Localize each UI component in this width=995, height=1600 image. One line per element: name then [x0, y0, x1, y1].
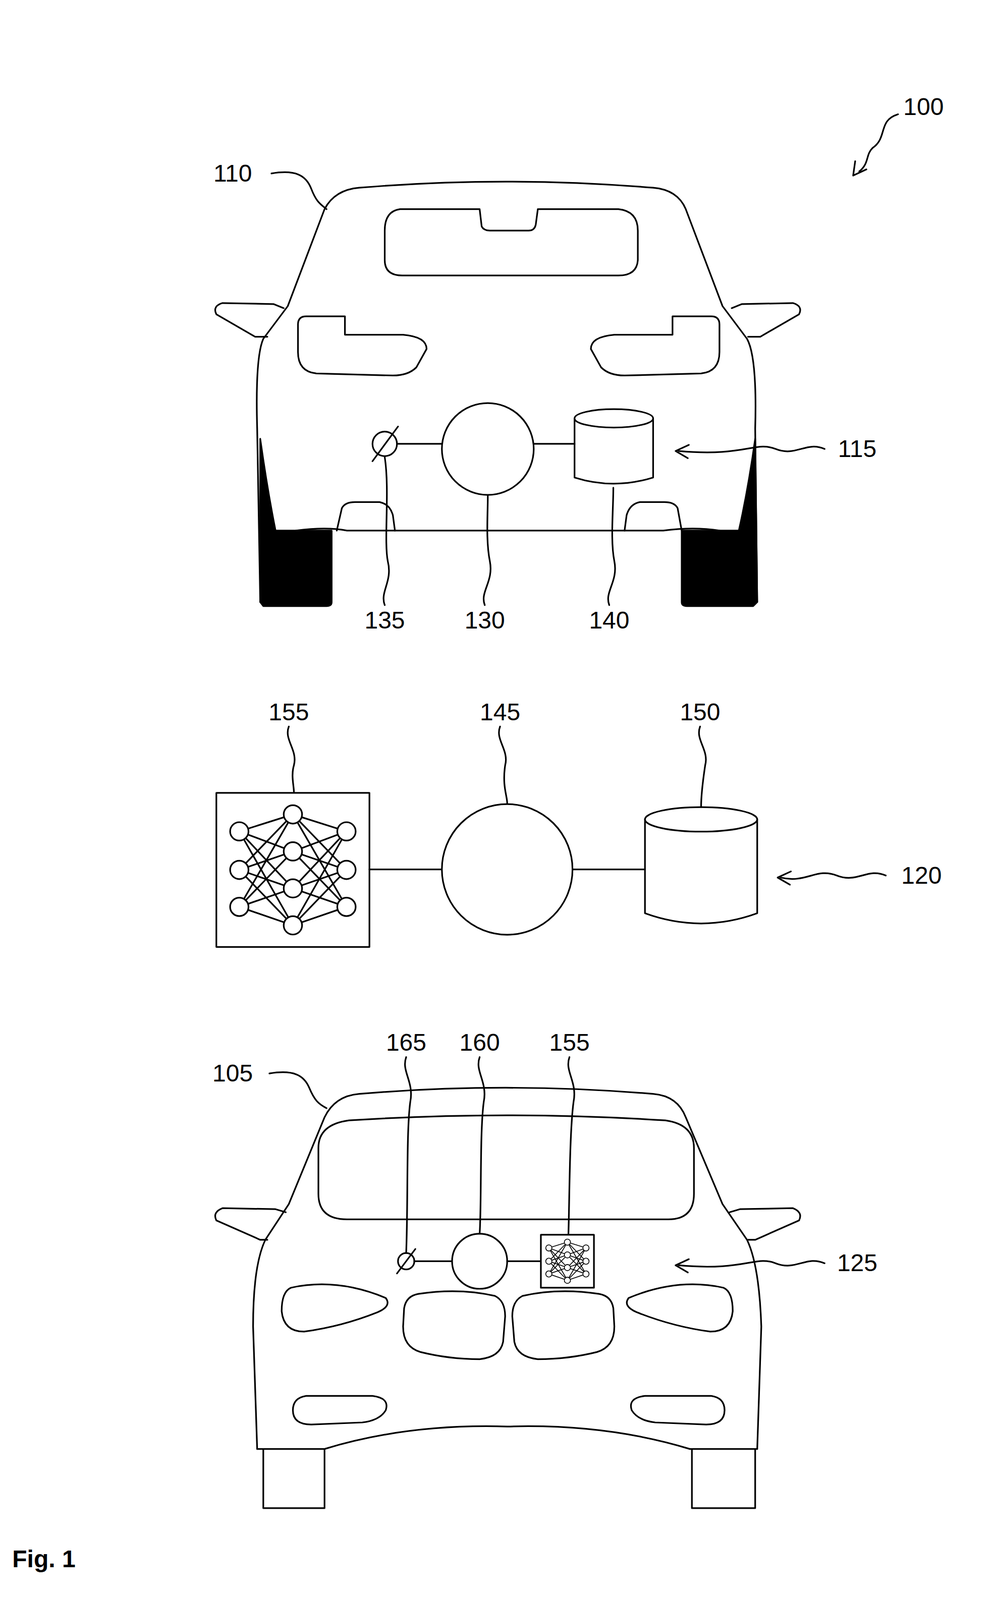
callout-number: 155: [268, 700, 309, 725]
callout-number: 100: [903, 94, 944, 120]
network-neuron: [564, 1277, 571, 1284]
network-link: [567, 1261, 587, 1281]
server-system: [216, 793, 758, 948]
rear-vehicle: [214, 181, 801, 607]
network-neuron: [230, 860, 249, 879]
front-vehicle: [214, 1087, 801, 1509]
network-neuron: [564, 1264, 571, 1271]
network-neuron: [545, 1258, 552, 1265]
callout-number: 145: [479, 700, 521, 725]
callout-number: 120: [901, 863, 942, 889]
network-neuron: [337, 860, 356, 879]
callout-number: 140: [588, 608, 630, 633]
leader-lines: [269, 114, 899, 1274]
callout-number: 110: [213, 161, 253, 186]
network-neuron: [283, 916, 302, 935]
callout-number: 150: [679, 700, 721, 725]
callout-number: 135: [364, 608, 405, 633]
callout-number: 165: [385, 1030, 427, 1056]
network-link: [292, 870, 347, 926]
network-neuron: [337, 898, 356, 917]
callout-number: 125: [837, 1251, 878, 1276]
callout-number: 155: [549, 1030, 590, 1056]
network-neuron: [545, 1271, 552, 1278]
network-neuron: [283, 842, 302, 861]
network-neuron: [545, 1245, 552, 1252]
callout-number: 130: [464, 608, 506, 633]
network-neuron: [337, 822, 356, 841]
network-neuron: [230, 822, 249, 841]
network-neuron: [582, 1258, 589, 1265]
network-link: [548, 1255, 568, 1275]
network-neuron: [564, 1252, 571, 1259]
callout-number: 160: [459, 1030, 501, 1056]
network-neuron: [582, 1245, 589, 1252]
figure-label: Fig. 1: [12, 1547, 76, 1572]
callout-number: 105: [212, 1061, 253, 1086]
network-neuron: [564, 1239, 571, 1246]
network-link: [239, 851, 293, 908]
network-neuron: [283, 805, 302, 824]
network-neuron: [283, 879, 302, 898]
network-neuron: [230, 898, 249, 917]
network-neuron: [582, 1271, 589, 1278]
callout-number: 115: [838, 436, 877, 462]
